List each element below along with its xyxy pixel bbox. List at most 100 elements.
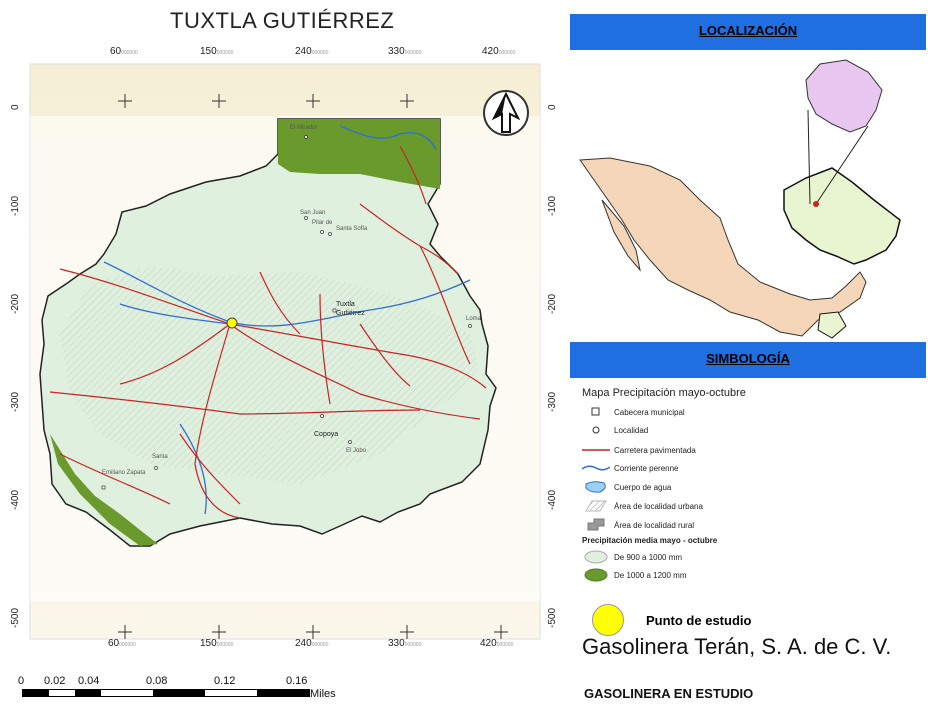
x-tick-bottom: 420000000: [480, 638, 514, 649]
legend-label: Localidad: [614, 425, 649, 435]
legend-item: De 1000 a 1200 mm: [582, 567, 687, 583]
roads: [49, 145, 487, 519]
legend-label: Cabecera municipal: [614, 407, 685, 417]
y-tick-right: -200: [547, 294, 558, 314]
legend-label: Corriente perenne: [614, 463, 679, 473]
scale-label: 0.04: [78, 675, 100, 687]
state-chiapas: [783, 167, 901, 265]
y-tick-left: -400: [10, 490, 21, 510]
legend-item: Área de localidad rural: [582, 517, 694, 533]
station-name: Gasolinera Terán, S. A. de C. V.: [582, 634, 892, 659]
circle-icon: [582, 423, 610, 437]
scale-label: 0: [18, 675, 25, 687]
square-icon: [582, 405, 610, 419]
legend-label: Área de localidad urbana: [614, 501, 703, 511]
x-tick-bottom: 60000000: [108, 638, 136, 649]
rural-area-icon: [582, 518, 610, 532]
scale-label: 0.02: [44, 675, 66, 687]
x-tick-top: 330000000: [388, 46, 422, 57]
legend-item: Cuerpo de agua: [582, 479, 671, 495]
place-label: Loma: [466, 316, 482, 322]
y-tick-left: 0: [10, 104, 21, 110]
y-tick-right: 0: [547, 104, 558, 110]
scale-label: 0.12: [214, 675, 236, 687]
legend-item: De 900 a 1000 mm: [582, 549, 682, 565]
legend-panel: Mapa Precipitación mayo-octubre Cabecera…: [570, 342, 926, 717]
x-tick-bottom: 240000000: [295, 638, 329, 649]
place-label: Copoya: [314, 431, 338, 438]
place-label: Tuxtla: [336, 301, 355, 308]
x-tick-top: 150000000: [200, 46, 234, 57]
legend-title: Mapa Precipitación mayo-octubre: [582, 387, 746, 399]
scale-label: 0.16: [286, 675, 308, 687]
north-arrow-icon: [483, 90, 529, 136]
rivers: [103, 125, 471, 515]
location-header-label: LOCALIZACIÓN: [698, 23, 798, 38]
y-tick-left: -200: [10, 294, 21, 314]
place-label: Gutiérrez: [336, 310, 365, 317]
study-point-icon: [592, 604, 624, 636]
x-tick-top: 420000000: [482, 46, 516, 57]
legend-label: De 900 a 1000 mm: [614, 552, 683, 562]
legend-label: Cuerpo de agua: [614, 482, 672, 492]
y-tick-left: -500: [10, 608, 21, 628]
legend-item: Carretera pavimentada: [582, 442, 696, 458]
study-point-label: Punto de estudio: [646, 612, 752, 628]
x-axis-bottom: 60000000 150000000 240000000 330000000 4…: [108, 638, 514, 649]
legend-label: Carretera pavimentada: [614, 445, 696, 455]
precip-legend-title: Precipitación media mayo - octubre: [582, 536, 718, 545]
legend-label: De 1000 a 1200 mm: [614, 570, 687, 580]
symbology-header-label: SIMBOLOGÍA: [706, 351, 790, 366]
x-tick-bottom: 330000000: [388, 638, 422, 649]
place-label: Santa: [152, 454, 168, 460]
region-inset: [805, 59, 883, 133]
map-title: TUXTLA GUTIÉRREZ: [170, 8, 395, 33]
scale-units: Miles: [310, 688, 336, 700]
locator-map: [579, 59, 901, 339]
water-body-icon: [582, 480, 610, 494]
road-line-icon: [582, 443, 610, 457]
precip-low-swatch: [582, 550, 610, 564]
y-tick-right: -400: [547, 490, 558, 510]
station-subtitle: GASOLINERA EN ESTUDIO: [584, 686, 754, 701]
y-tick-left: -100: [10, 196, 21, 216]
place-label: San Juan: [300, 210, 325, 216]
place-label: Santa Sofía: [336, 226, 368, 232]
symbology-header: SIMBOLOGÍA: [570, 342, 926, 378]
x-tick-top: 60000000: [110, 46, 138, 57]
x-axis-top: 60000000 150000000 240000000 330000000 4…: [110, 46, 516, 57]
x-tick-top: 240000000: [295, 46, 329, 57]
precip-high-north: [278, 119, 440, 189]
y-tick-right: -100: [547, 196, 558, 216]
location-header: LOCALIZACIÓN: [570, 14, 926, 50]
location-panel: LOCALIZACIÓN SIMBOLOGÍA: [570, 2, 926, 378]
place-label: Emiliano Zapata: [102, 470, 146, 476]
legend-label: Área de localidad rural: [614, 520, 695, 530]
urban-hatch-icon: [582, 499, 610, 513]
main-map: 60000000 150000000 240000000 330000000 4…: [10, 46, 558, 649]
y-axis-right: 0 -100 -200 -300 -400 -500: [547, 104, 558, 628]
scale-bar: 0 0.02 0.04 0.08 0.12 0.16 Miles: [18, 675, 348, 715]
place-label: El Jobo: [346, 448, 367, 454]
location-marker: [813, 201, 819, 207]
mexico-outline: [579, 157, 867, 337]
y-tick-right: -300: [547, 392, 558, 412]
locality-markers: [101, 135, 472, 490]
place-label: El Mirador: [290, 125, 317, 131]
study-point-marker: [226, 317, 238, 329]
precip-high-swatch: [582, 568, 610, 582]
y-tick-right: -500: [547, 608, 558, 628]
y-axis-left: 0 -100 -200 -300 -400 -500: [10, 104, 21, 628]
scale-label: 0.08: [146, 675, 168, 687]
legend-item: Área de localidad urbana: [582, 498, 703, 514]
y-tick-left: -300: [10, 392, 21, 412]
x-tick-bottom: 150000000: [200, 638, 234, 649]
legend-item: Corriente perenne: [582, 460, 678, 476]
place-labels: Tuxtla Gutiérrez Copoya El Jobo El Mirad…: [102, 125, 482, 476]
legend-item: Localidad: [582, 422, 648, 438]
river-line-icon: [582, 461, 610, 475]
legend-item: Cabecera municipal: [582, 404, 685, 420]
place-label: Pilar de: [312, 220, 333, 226]
grid-crosses: [118, 94, 508, 639]
study-point-legend: Punto de estudio: [592, 604, 751, 636]
